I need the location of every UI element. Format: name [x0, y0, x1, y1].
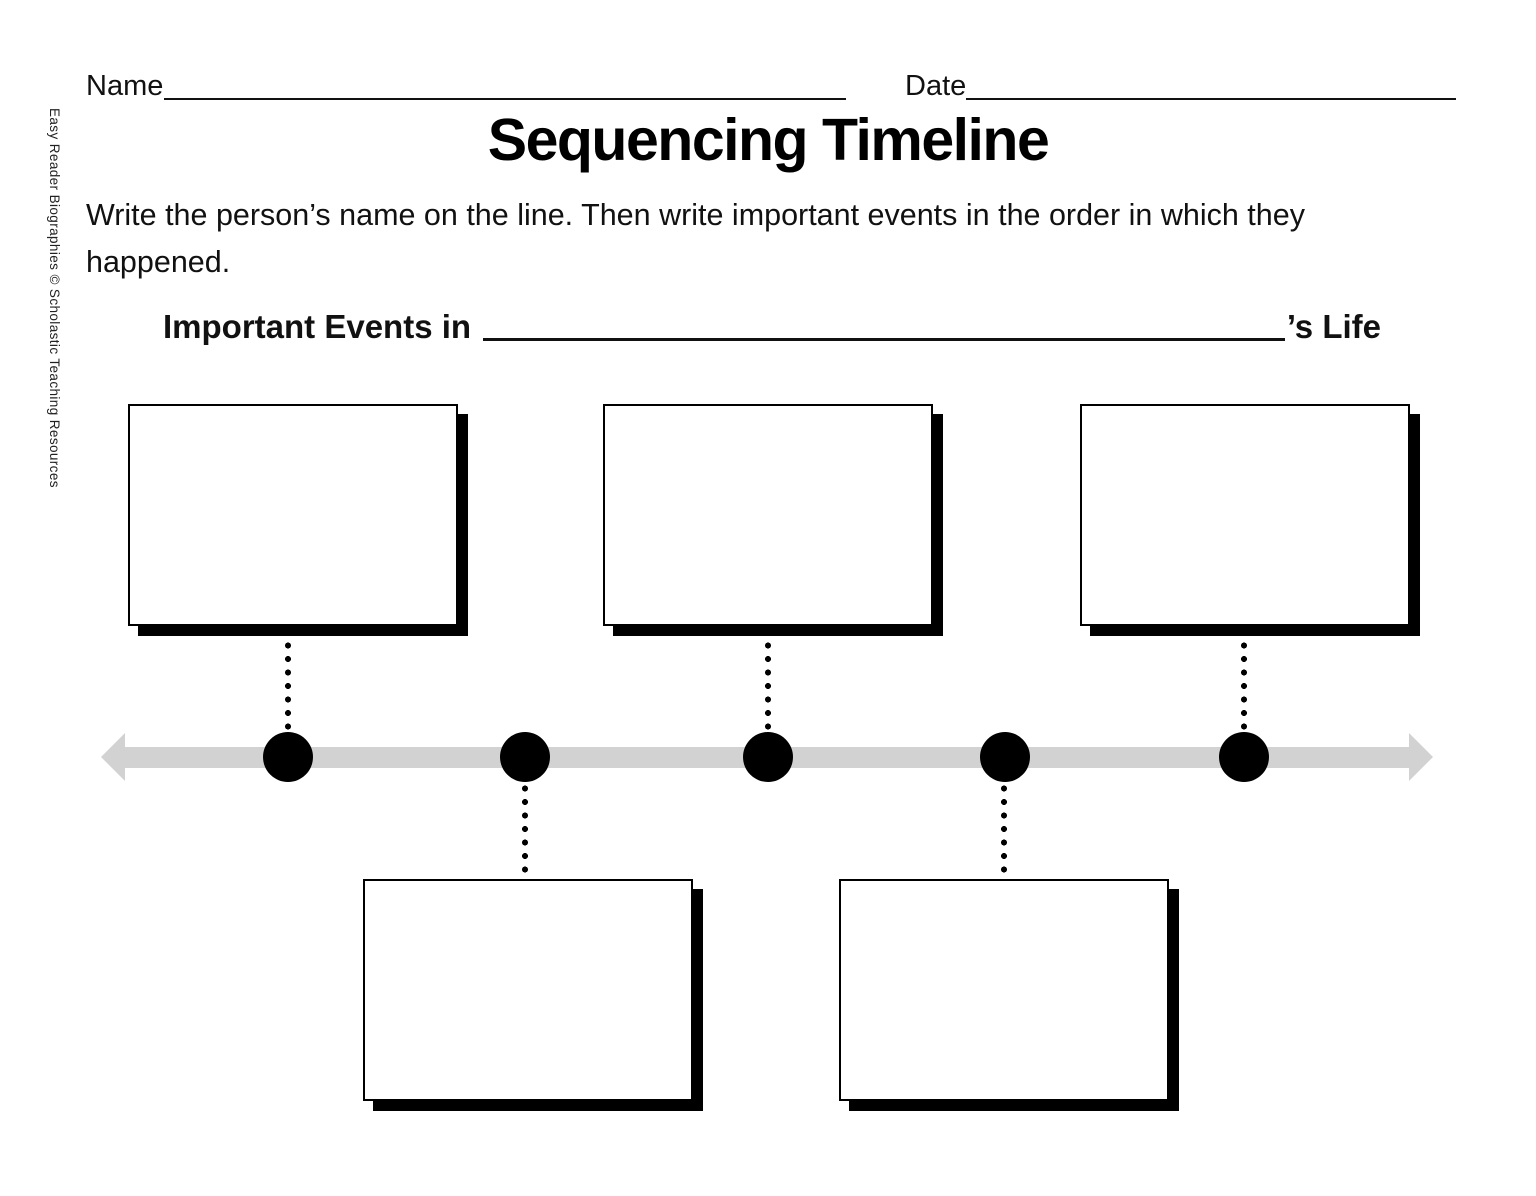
- timeline-point-4: [980, 732, 1030, 782]
- connector-dotted-line-2: [521, 784, 529, 877]
- date-label: Date: [905, 70, 967, 102]
- event-box-2[interactable]: [363, 879, 693, 1101]
- timeline-arrow-right-icon: [1409, 733, 1433, 781]
- timeline-point-3: [743, 732, 793, 782]
- instructions-text: Write the person’s name on the line. The…: [86, 198, 1305, 279]
- date-input-line[interactable]: [966, 72, 1456, 100]
- name-label: Name: [86, 70, 164, 102]
- heading-prefix: Important Events in: [163, 308, 472, 345]
- timeline-heading: Important Events in ’s Life: [163, 308, 1381, 346]
- person-name-input-line[interactable]: [483, 308, 1285, 341]
- timeline-point-5: [1219, 732, 1269, 782]
- connector-dotted-line-4: [1000, 784, 1008, 877]
- timeline-point-2: [500, 732, 550, 782]
- event-box-1[interactable]: [128, 404, 458, 626]
- page-title: Sequencing Timeline: [487, 107, 1050, 173]
- connector-dotted-line-5: [1240, 641, 1248, 731]
- event-box-3[interactable]: [603, 404, 933, 626]
- timeline-point-1: [263, 732, 313, 782]
- event-box-5[interactable]: [1080, 404, 1410, 626]
- event-box-4[interactable]: [839, 879, 1169, 1101]
- name-input-line[interactable]: [164, 72, 846, 100]
- timeline-arrow-left-icon: [101, 733, 125, 781]
- heading-suffix: ’s Life: [1286, 308, 1381, 345]
- connector-dotted-line-3: [764, 641, 772, 731]
- connector-dotted-line-1: [284, 641, 292, 731]
